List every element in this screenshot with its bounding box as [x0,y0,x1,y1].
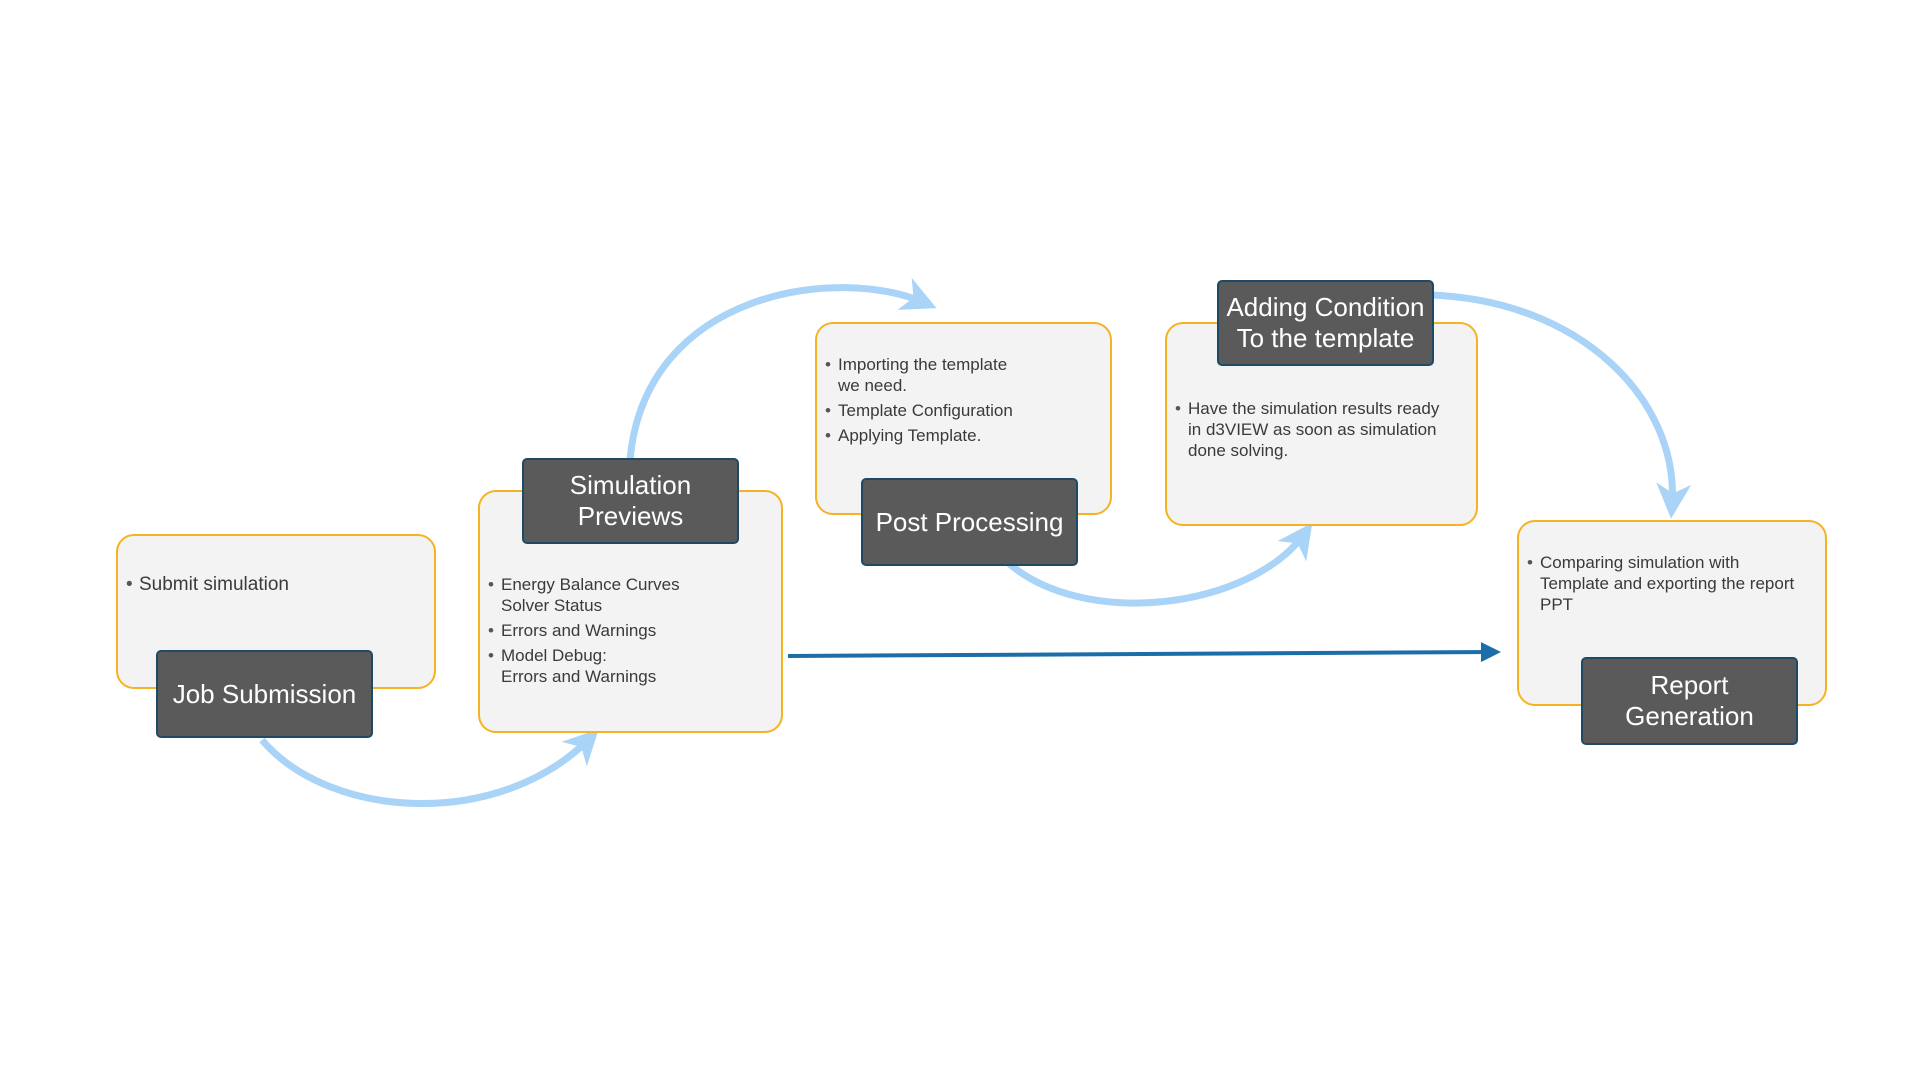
step-label-simulation-previews: Simulation Previews [522,458,739,544]
bullet-item: Have the simulation results ready in d3V… [1175,398,1466,461]
bullet-item: Model Debug: Errors and Warnings [488,645,771,687]
arrow-previews-to-postprocessing [626,277,937,461]
bullet-list: Have the simulation results ready in d3V… [1175,398,1466,461]
bullet-list: Submit simulation [126,574,420,595]
bullet-item: Applying Template. [825,425,1100,446]
bullet-list: Importing the template we need. Template… [825,354,1100,446]
arrow-previews-to-report [787,642,1501,663]
arrow-postprocessing-to-condition [1002,522,1313,607]
bullet-item: Comparing simulation with Template and e… [1527,552,1815,615]
bullet-item: Submit simulation [126,574,420,595]
arrow-condition-to-report [1429,291,1692,519]
step-label-adding-condition: Adding Condition To the template [1217,280,1434,366]
arrow-job-to-previews [259,729,599,807]
bullet-list: Comparing simulation with Template and e… [1527,552,1815,615]
step-label-post-processing: Post Processing [861,478,1078,566]
bullet-item: Template Configuration [825,400,1100,421]
bullet-item: Energy Balance Curves Solver Status [488,574,771,616]
bullet-item: Errors and Warnings [488,620,771,641]
step-label-job-submission: Job Submission [156,650,373,738]
bullet-item: Importing the template we need. [825,354,1100,396]
step-label-report-generation: Report Generation [1581,657,1798,745]
bullet-list: Energy Balance Curves Solver Status Erro… [488,574,771,687]
